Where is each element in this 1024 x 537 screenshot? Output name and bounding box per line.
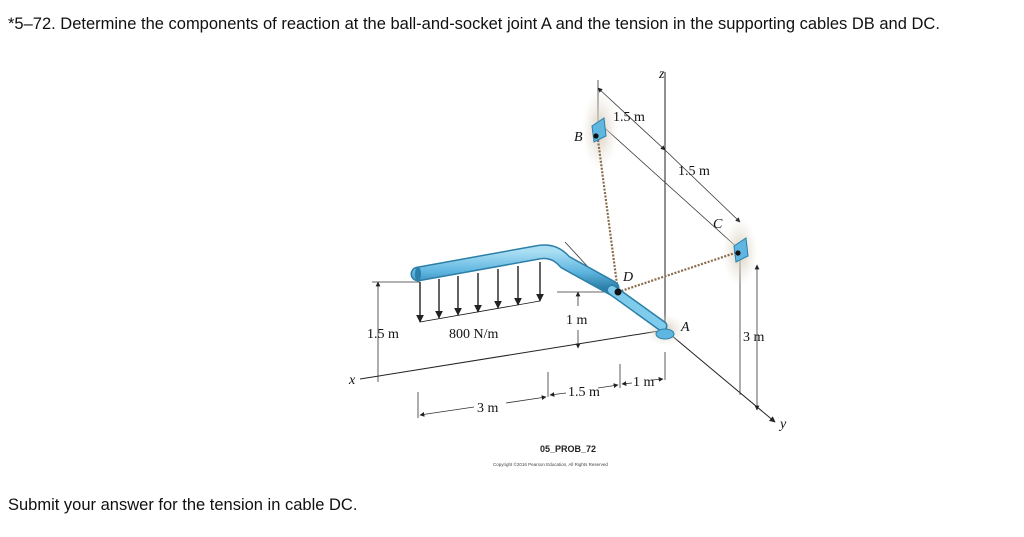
cables	[596, 139, 739, 294]
ball-socket-a	[655, 328, 675, 340]
figure-copyright: Copyright ©2016 Pearson Education, All R…	[493, 461, 608, 467]
dim-bottom-1m-label: 1 m	[633, 375, 655, 390]
pipe-end	[415, 267, 421, 281]
distributed-load	[416, 262, 544, 323]
dim-bottom-15m-label: 1.5 m	[568, 385, 600, 400]
pipe-assembly	[410, 244, 675, 340]
figure-caption: 05_PROB_72	[540, 444, 596, 454]
axis-z-label: z	[658, 67, 665, 82]
dim-right-height-label: 3 m	[743, 330, 765, 345]
bracket-c	[733, 237, 749, 263]
dim-drop-label: 1 m	[566, 313, 588, 328]
axis-x-label: x	[348, 373, 356, 388]
submit-prompt: Submit your answer for the tension in ca…	[8, 496, 358, 514]
point-d-label: D	[622, 270, 633, 285]
axis-y-label: y	[778, 417, 787, 432]
dim-top-c-label: 1.5 m	[678, 164, 710, 179]
dim-bottom-3m-label: 3 m	[477, 401, 499, 416]
bracket-b	[591, 117, 607, 143]
x-axis-line	[359, 329, 666, 380]
dimension-lines	[372, 80, 760, 418]
joint-d-dot	[614, 288, 622, 296]
question-text: *5–72. Determine the components of react…	[8, 15, 940, 33]
point-c-label: C	[713, 217, 723, 232]
cable-dc	[617, 250, 739, 294]
dim-top-b-label: 1.5 m	[613, 110, 645, 125]
point-a-label: A	[680, 320, 690, 335]
dim-left-height-label: 1.5 m	[367, 327, 399, 342]
point-b-label: B	[574, 130, 583, 145]
load-label: 800 N/m	[449, 327, 499, 342]
axis-lines	[359, 72, 776, 423]
cable-db	[596, 139, 620, 293]
